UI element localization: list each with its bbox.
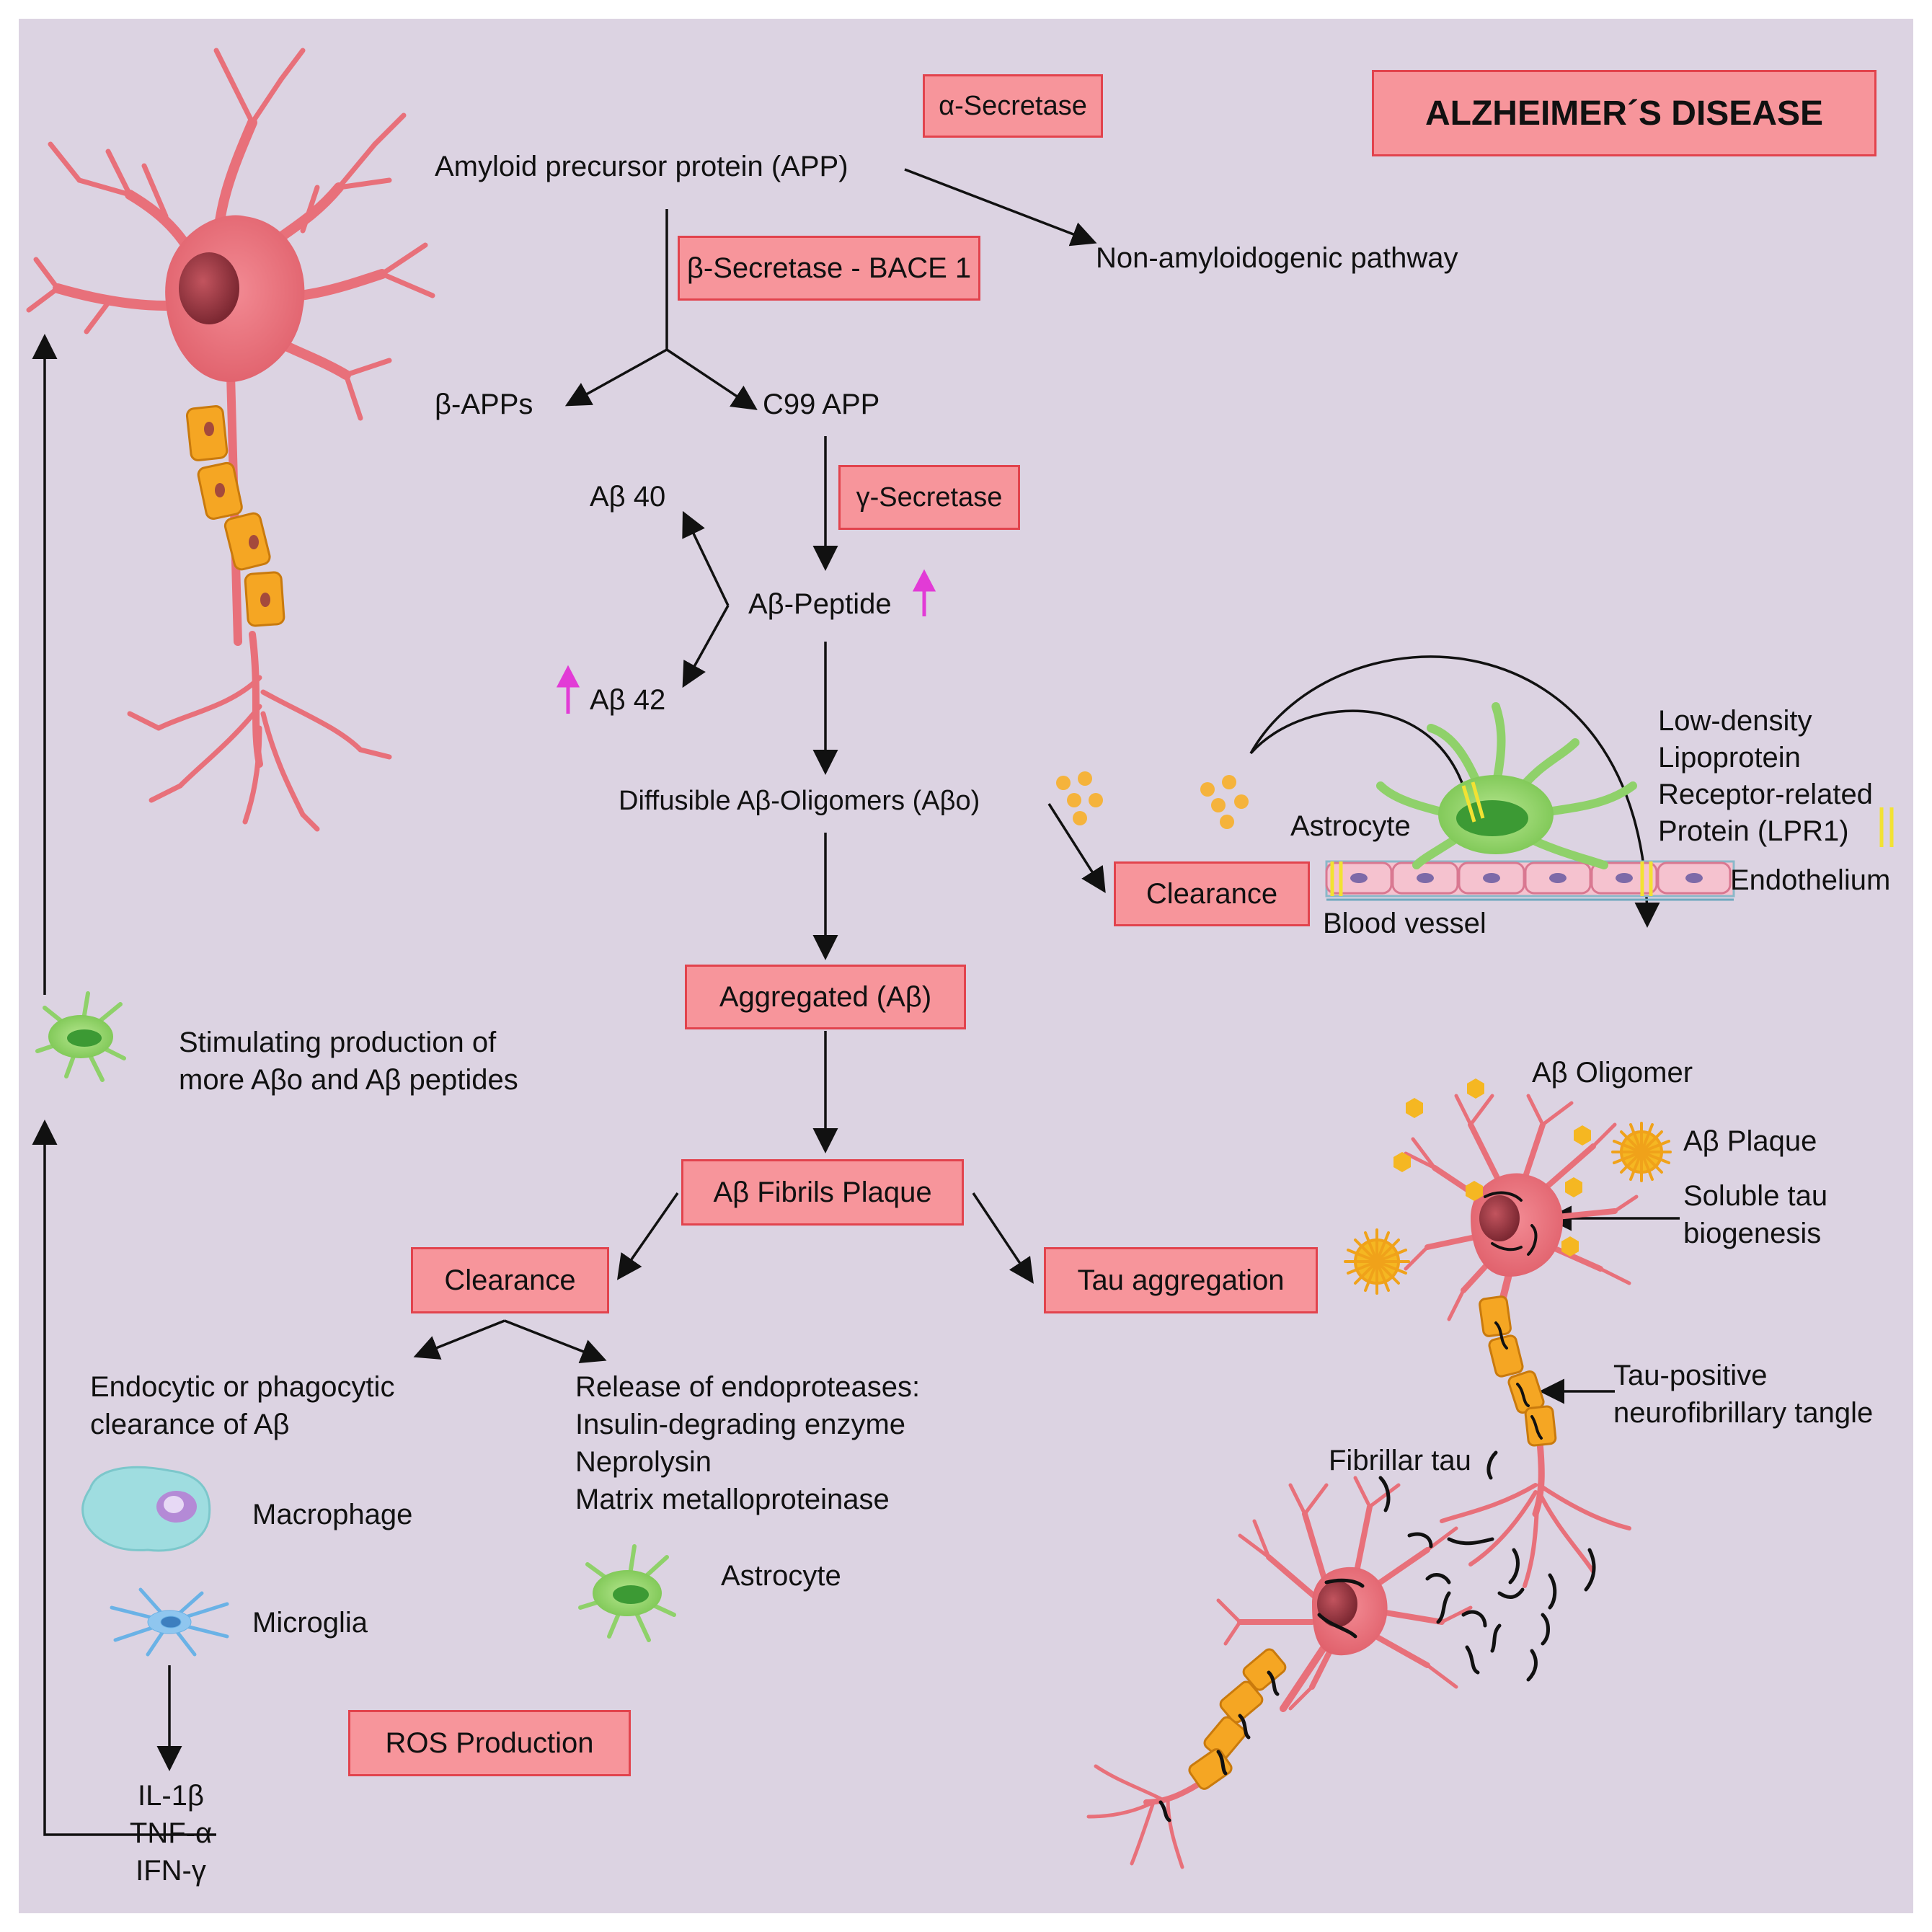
aggregated-box: Aggregated (Aβ) — [685, 965, 966, 1029]
oligomer-dots-left — [1056, 771, 1103, 825]
endoproteases-label: Release of endoproteases: Insulin-degrad… — [575, 1371, 921, 1515]
ab42-label: Aβ 42 — [590, 684, 666, 716]
pathway-arrows — [32, 168, 1680, 1836]
lrp-label: Low-density Lipoprotein Receptor-related… — [1658, 705, 1873, 847]
oligomers-label: Diffusible Aβ-Oligomers (Aβo) — [619, 786, 980, 816]
microglia-cell — [110, 1587, 229, 1657]
astrocyte-release-label: Astrocyte — [721, 1560, 841, 1592]
fibrils-plaque-box: Aβ Fibrils Plaque — [681, 1159, 964, 1226]
neuron-tangle — [1086, 1476, 1473, 1869]
tau-squiggles-upper — [1484, 1191, 1543, 1440]
fibrillar-tau-label: Fibrillar tau — [1329, 1445, 1471, 1476]
endothelium-label: Endothelium — [1730, 864, 1891, 896]
beta-secretase-box: β-Secretase - BACE 1 — [678, 236, 980, 301]
b-apps-label: β-APPs — [435, 389, 533, 420]
cytokines-label: IL-1β TNF-α IFN-γ — [129, 1780, 213, 1887]
alpha-secretase-box: α-Secretase — [923, 74, 1103, 138]
vessel-astrocyte-label: Astrocyte — [1290, 810, 1411, 842]
astrocyte-left — [35, 991, 126, 1082]
app-label: Amyloid precursor protein (APP) — [435, 151, 848, 182]
astrocyte-vessel — [1376, 702, 1637, 869]
soluble-tau-label: Soluble tau biogenesis — [1683, 1180, 1828, 1249]
ros-production-box: ROS Production — [348, 1710, 631, 1776]
tangle-label: Tau-positive neurofibrillary tangle — [1613, 1360, 1874, 1429]
blood-vessel-label: Blood vessel — [1323, 908, 1486, 939]
neuron-plaque — [1404, 1094, 1639, 1588]
endocytic-label: Endocytic or phagocytic clearance of Aβ — [90, 1371, 395, 1440]
diagram-title: ALZHEIMER´S DISEASE — [1372, 70, 1876, 156]
increase-markers — [556, 569, 936, 714]
neuron-top-left — [26, 48, 435, 832]
ab40-label: Aβ 40 — [590, 481, 666, 513]
stimulating-label: Stimulating production of more Aβo and A… — [179, 1027, 518, 1096]
clearance-left-box: Clearance — [411, 1247, 609, 1313]
oligomer-dots-right — [1200, 775, 1249, 829]
neuron-plaque-body — [1471, 1173, 1563, 1447]
fibrillar-tau-squiggles — [1158, 1450, 1596, 1822]
neuron-tangle-body — [1188, 1567, 1388, 1790]
oligomer-hexagons — [1393, 1078, 1591, 1257]
ab-peptide-label: Aβ-Peptide — [748, 588, 892, 620]
ab-oligomer-label: Aβ Oligomer — [1532, 1057, 1693, 1089]
astrocyte-bottom — [578, 1544, 676, 1642]
gamma-secretase-box: γ-Secretase — [838, 465, 1020, 530]
tau-aggregation-box: Tau aggregation — [1044, 1247, 1318, 1313]
microglia-label: Microglia — [252, 1607, 368, 1639]
c99-app-label: C99 APP — [763, 389, 880, 420]
neuron-top-left-body — [165, 215, 305, 627]
ab-plaque-label: Aβ Plaque — [1683, 1125, 1817, 1157]
non-amyloidogenic-label: Non-amyloidogenic pathway — [1096, 242, 1458, 274]
blood-vessel — [1325, 807, 1894, 901]
clearance-vessel-box: Clearance — [1114, 861, 1310, 926]
amyloid-plaques — [1344, 1122, 1672, 1295]
diagram-panel — [19, 19, 1913, 1913]
macrophage-cell — [81, 1466, 211, 1552]
macrophage-label: Macrophage — [252, 1499, 413, 1530]
